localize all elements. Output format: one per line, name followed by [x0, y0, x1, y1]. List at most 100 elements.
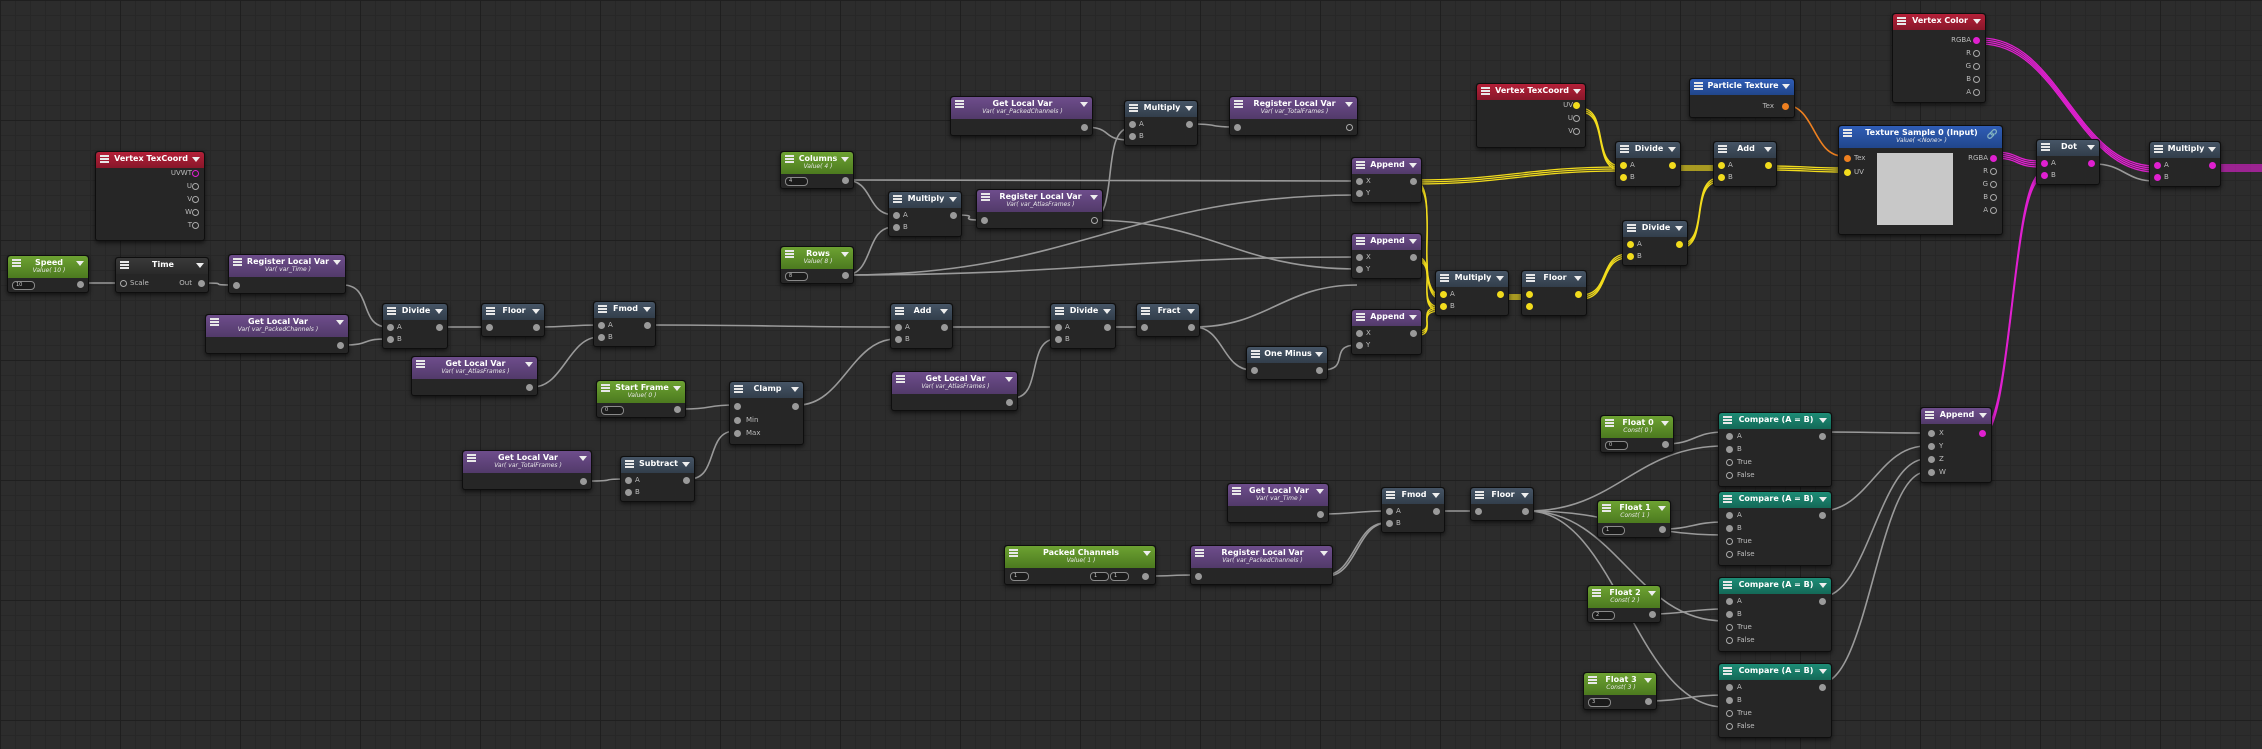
chevron-down-icon[interactable] [1185, 106, 1193, 111]
menu-icon[interactable] [1356, 313, 1365, 321]
chevron-down-icon[interactable] [192, 157, 200, 162]
menu-icon[interactable] [233, 258, 242, 266]
menu-icon[interactable] [1234, 100, 1243, 108]
input-port-a[interactable] [1055, 324, 1062, 331]
output-port[interactable] [1316, 367, 1323, 374]
node-header[interactable]: Floor [1471, 488, 1533, 504]
node-texture-sample[interactable]: Texture Sample 0 (Input)Value( <None> )🔗… [1838, 125, 2003, 235]
chevron-down-icon[interactable] [2087, 145, 2095, 150]
menu-icon[interactable] [1526, 274, 1535, 282]
output-port[interactable] [1990, 168, 1997, 175]
input-port-a[interactable] [387, 324, 394, 331]
menu-icon[interactable] [1925, 411, 1934, 419]
menu-icon[interactable] [955, 100, 964, 108]
output-port[interactable] [533, 324, 540, 331]
input-port-a[interactable] [2154, 162, 2161, 169]
menu-icon[interactable] [1843, 129, 1852, 137]
output-port[interactable] [644, 322, 651, 329]
chevron-down-icon[interactable] [1573, 89, 1581, 94]
chevron-down-icon[interactable] [1432, 493, 1440, 498]
output-port[interactable] [1410, 330, 1417, 337]
output-port[interactable] [2209, 162, 2216, 169]
input-port-b[interactable] [2041, 172, 2048, 179]
chevron-down-icon[interactable] [435, 309, 443, 314]
value-field[interactable]: 1 [1602, 526, 1625, 535]
menu-icon[interactable] [486, 307, 495, 315]
output-port[interactable] [192, 222, 199, 229]
scale-port[interactable] [120, 280, 127, 287]
output-port[interactable] [1433, 508, 1440, 515]
chevron-down-icon[interactable] [1658, 506, 1666, 511]
output-port[interactable] [1676, 241, 1683, 248]
value-field[interactable]: 0 [1605, 441, 1628, 450]
value-field[interactable]: 1 [1090, 572, 1109, 581]
value-field[interactable]: 3 [1588, 698, 1611, 707]
menu-icon[interactable] [734, 385, 743, 393]
chevron-down-icon[interactable] [1819, 669, 1827, 674]
input-port-a[interactable] [1526, 291, 1533, 298]
menu-icon[interactable] [1356, 161, 1365, 169]
input-port-b[interactable] [598, 334, 605, 341]
menu-icon[interactable] [1723, 581, 1732, 589]
chevron-down-icon[interactable] [940, 309, 948, 314]
output-port[interactable] [1410, 254, 1417, 261]
node-header[interactable]: Floor [1522, 271, 1586, 287]
output-port[interactable] [674, 406, 681, 413]
node-floor-1[interactable]: Floor [481, 303, 545, 337]
chevron-down-icon[interactable] [76, 261, 84, 266]
output-port[interactable] [1990, 155, 1997, 162]
node-header[interactable]: Append [1352, 234, 1421, 250]
node-header[interactable]: Divide [1616, 142, 1680, 158]
input-port[interactable] [1726, 723, 1733, 730]
chevron-down-icon[interactable] [1644, 678, 1652, 683]
menu-icon[interactable] [1723, 667, 1732, 675]
input-port[interactable] [1726, 611, 1733, 618]
node-header[interactable]: Multiply [2150, 142, 2220, 158]
node-fract[interactable]: Fract [1136, 303, 1200, 337]
menu-icon[interactable] [1694, 82, 1703, 90]
node-header[interactable]: Add [891, 304, 952, 320]
menu-icon[interactable] [1588, 676, 1597, 684]
output-port[interactable] [580, 478, 587, 485]
output-port[interactable] [1497, 291, 1504, 298]
output-port[interactable] [192, 170, 199, 177]
menu-icon[interactable] [785, 250, 794, 258]
menu-icon[interactable] [1605, 419, 1614, 427]
min-port[interactable] [734, 417, 741, 424]
menu-icon[interactable] [1592, 589, 1601, 597]
node-header[interactable]: Append [1921, 408, 1991, 424]
input-port[interactable] [1141, 324, 1148, 331]
node-floor-3[interactable]: Floor [1470, 487, 1534, 521]
output-port[interactable] [1091, 217, 1098, 224]
input-port[interactable] [233, 282, 240, 289]
node-header[interactable]: Append [1352, 158, 1421, 174]
output-port[interactable] [842, 177, 849, 184]
input-port-b[interactable] [1526, 303, 1533, 310]
output-port[interactable] [842, 272, 849, 279]
output-port[interactable] [1973, 76, 1980, 83]
output-port[interactable] [2088, 160, 2095, 167]
input-port-b[interactable] [895, 336, 902, 343]
